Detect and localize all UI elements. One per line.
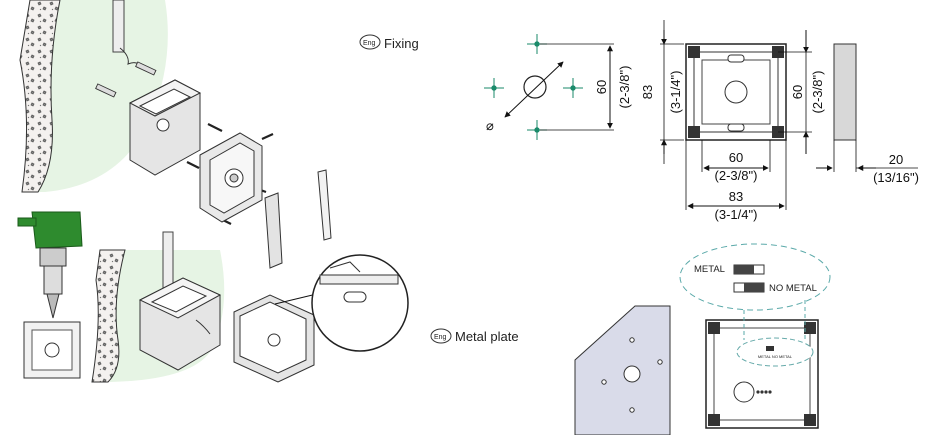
- surface-box: [128, 79, 202, 176]
- dim-inner-width: 60: [729, 150, 743, 165]
- switch-toggle-metal: [733, 264, 765, 275]
- box-with-switch: METAL NO METAL: [705, 319, 819, 429]
- frame-side-piece: [264, 169, 332, 269]
- dim-box-depth: 20: [889, 152, 903, 167]
- label-metal-plate: Eng Metal plate: [430, 328, 519, 344]
- switch-callout: METAL NO METAL: [679, 243, 831, 340]
- section-title-fixing: Fixing: [384, 36, 419, 51]
- box-side-profile: 20 (13/16"): [816, 43, 919, 185]
- section-title-metal-plate: Metal plate: [455, 329, 519, 344]
- drill-tool: [17, 211, 83, 319]
- metal-plate: [574, 305, 671, 435]
- magnifier-circle: [311, 254, 409, 352]
- module: [199, 132, 263, 223]
- diameter-symbol: ⌀: [486, 118, 494, 133]
- switch-small-label: METAL NO METAL: [758, 354, 793, 359]
- wall-scene-bottom: [91, 231, 225, 383]
- dim-hole-spacing: 60: [594, 80, 609, 94]
- box-magnified: [233, 254, 409, 383]
- dim-inner-width-inch: (2-3/8"): [715, 168, 758, 183]
- dim-inner-height-inch: (2-3/8"): [810, 71, 825, 114]
- wall-plug: [95, 61, 157, 98]
- dim-box-width: 83: [729, 189, 743, 204]
- dim-inner-height: 60: [790, 85, 805, 99]
- switch-label-metal: METAL: [694, 264, 725, 275]
- switch-label-no-metal: NO METAL: [769, 283, 817, 294]
- dim-hole-spacing-inch: (2-3/8"): [617, 66, 632, 109]
- center-hole: [523, 75, 547, 99]
- language-badge: Eng: [363, 40, 376, 47]
- wall-scene-top: [19, 0, 332, 269]
- box-front-small: [23, 321, 81, 379]
- label-fixing: Eng Fixing: [359, 34, 419, 51]
- dim-box-height: 83: [640, 85, 655, 99]
- box-dimension-drawing: 83 (3-1/4") 60 (2-3/8") 60 (2-3/8") 83 (…: [640, 20, 825, 222]
- dim-box-depth-inch: (13/16"): [873, 170, 919, 185]
- wall-stone-edge: [19, 0, 61, 193]
- language-badge: Eng: [434, 334, 447, 341]
- dim-box-width-inch: (3-1/4"): [715, 207, 758, 222]
- switch-toggle-no-metal: [733, 282, 765, 293]
- dim-box-height-inch: (3-1/4"): [668, 71, 683, 114]
- conduit-pipe: [112, 0, 125, 53]
- drilling-template: ⌀ 60 (2-3/8"): [484, 34, 632, 140]
